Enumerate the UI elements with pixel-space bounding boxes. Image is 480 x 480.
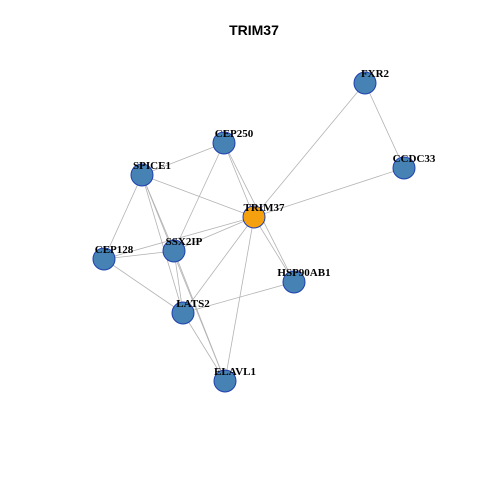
node-cep128[interactable] — [92, 247, 116, 271]
node-spice1[interactable] — [130, 163, 154, 187]
edge-cep250-ssx2ip — [173, 142, 225, 252]
node-label-cep250: CEP250 — [215, 128, 254, 140]
edge-trim37-hsp90ab1 — [253, 216, 295, 283]
node-label-spice1: SPICE1 — [133, 160, 171, 172]
node-hsp90ab1[interactable] — [282, 270, 306, 294]
node-label-fxr2: FXR2 — [361, 68, 390, 80]
edge-layer — [103, 82, 405, 382]
node-fxr2[interactable] — [353, 71, 377, 95]
edge-trim37-elavl1 — [224, 216, 255, 382]
node-ccdc33[interactable] — [392, 156, 416, 180]
edge-fxr2-ccdc33 — [364, 82, 405, 169]
diagram-title: TRIM37 — [229, 22, 279, 38]
edge-ccdc33-trim37 — [253, 167, 405, 218]
node-label-trim37: TRIM37 — [244, 202, 285, 214]
node-label-cep128: CEP128 — [95, 244, 134, 256]
node-label-ssx2ip: SSX2IP — [166, 236, 203, 248]
node-elavl1[interactable] — [213, 369, 237, 393]
node-trim37[interactable] — [242, 205, 266, 229]
edge-fxr2-trim37 — [253, 82, 366, 218]
edge-spice1-cep128 — [103, 174, 143, 260]
edge-trim37-cep128 — [103, 216, 255, 260]
node-label-ccdc33: CCDC33 — [393, 153, 436, 165]
node-lats2[interactable] — [171, 301, 195, 325]
node-label-hsp90ab1: HSP90AB1 — [277, 267, 330, 279]
edge-trim37-lats2 — [182, 216, 255, 314]
edge-ssx2ip-cep128 — [103, 250, 175, 260]
node-layer — [92, 71, 416, 393]
edge-lats2-elavl1 — [182, 312, 226, 382]
edge-trim37-ssx2ip — [173, 216, 255, 252]
node-label-elavl1: ELAVL1 — [214, 366, 256, 378]
edge-cep250-trim37 — [223, 142, 255, 218]
node-ssx2ip[interactable] — [162, 239, 186, 263]
node-label-lats2: LATS2 — [176, 298, 210, 310]
node-cep250[interactable] — [212, 131, 236, 155]
edge-lats2-hsp90ab1 — [182, 281, 295, 314]
edge-spice1-lats2 — [141, 174, 184, 314]
edge-ssx2ip-elavl1 — [173, 250, 226, 382]
edge-cep128-lats2 — [103, 258, 184, 314]
edge-spice1-trim37 — [141, 174, 255, 218]
edge-cep250-spice1 — [141, 142, 225, 176]
